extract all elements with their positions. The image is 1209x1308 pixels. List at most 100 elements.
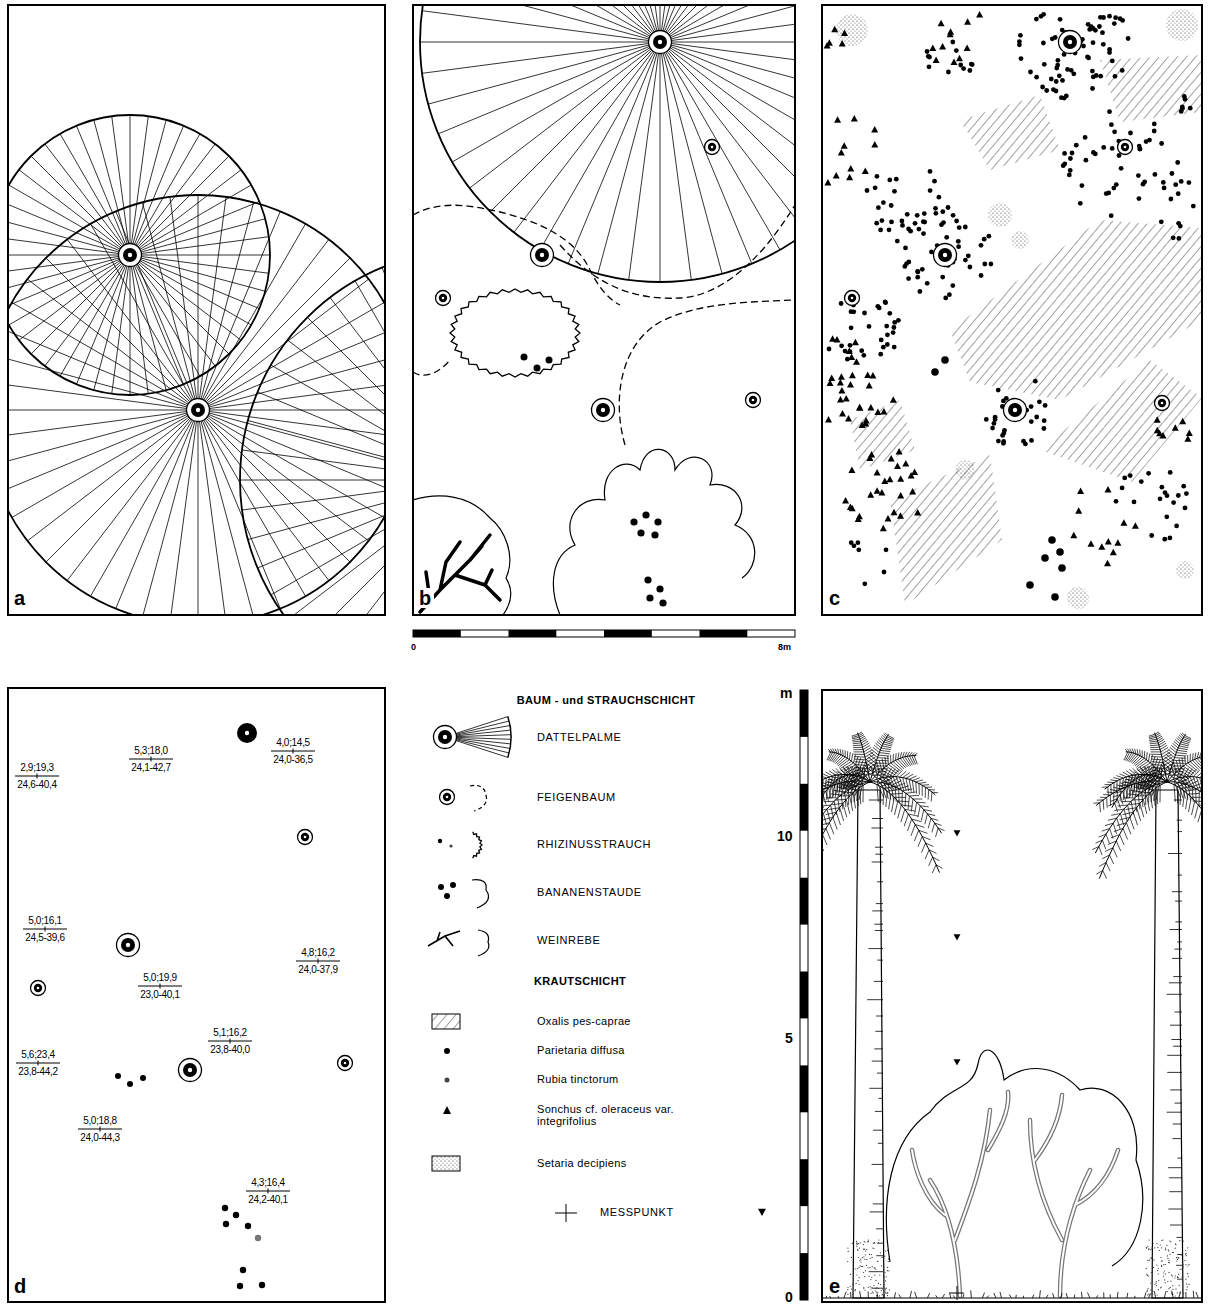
sonchus-mark bbox=[841, 30, 848, 36]
sonchus-mark bbox=[894, 463, 901, 470]
legend-banana-dot bbox=[450, 882, 456, 888]
base-stipple bbox=[1187, 1286, 1188, 1287]
palm-frond-line bbox=[76, 126, 130, 255]
herb-layer-tick bbox=[1144, 1292, 1146, 1298]
palm-leaflet bbox=[844, 788, 857, 790]
legend-setaria-swatch bbox=[432, 1156, 460, 1171]
parietaria-mark bbox=[950, 283, 955, 288]
parietaria-mark bbox=[1152, 129, 1157, 134]
palm-leaflet bbox=[1130, 817, 1134, 829]
palm-leaflet bbox=[1110, 785, 1111, 795]
parietaria-mark bbox=[1057, 73, 1062, 78]
herb-layer-tick bbox=[927, 1293, 929, 1298]
palm-leaflet bbox=[1116, 841, 1120, 851]
base-stipple bbox=[879, 1295, 880, 1296]
palm-leaflet bbox=[1145, 767, 1151, 775]
palm-leaflet bbox=[915, 802, 917, 814]
palm-frond-line bbox=[198, 410, 385, 411]
palm-leaflet bbox=[1126, 788, 1129, 799]
sonchus-mark bbox=[838, 149, 845, 156]
parietaria-mark bbox=[1054, 79, 1059, 84]
palm-leaflet bbox=[915, 825, 924, 828]
measuring-point-marker bbox=[954, 830, 961, 836]
base-stipple bbox=[886, 1276, 887, 1277]
base-stipple bbox=[1181, 1276, 1182, 1277]
palm-leaflet bbox=[835, 799, 847, 801]
parietaria-mark bbox=[903, 246, 908, 251]
base-stipple bbox=[1177, 1292, 1178, 1293]
base-stipple bbox=[874, 1267, 875, 1268]
panel-letter: e bbox=[826, 1276, 843, 1296]
palm-leaflet bbox=[847, 751, 848, 758]
palm-leaflet bbox=[892, 785, 894, 800]
banana-stem bbox=[651, 531, 658, 538]
palm-leaflet bbox=[1133, 812, 1137, 825]
palm-leaflet bbox=[1111, 835, 1120, 838]
base-stipple bbox=[1160, 1257, 1161, 1258]
date-palm-symbol bbox=[1004, 399, 1027, 422]
base-stipple bbox=[878, 1242, 879, 1243]
base-stipple bbox=[851, 1257, 852, 1258]
fig-tree-symbol bbox=[1121, 143, 1129, 151]
base-stipple bbox=[1147, 1246, 1148, 1247]
sonchus-mark bbox=[964, 44, 971, 51]
sonchus-mark bbox=[1120, 519, 1127, 526]
palm-leaflet bbox=[1177, 783, 1189, 787]
herb-layer-tick bbox=[1185, 1292, 1186, 1298]
sonchus-mark bbox=[839, 410, 846, 417]
trunk-hatch bbox=[872, 818, 883, 819]
base-stipple bbox=[885, 1288, 886, 1289]
base-stipple bbox=[860, 1261, 861, 1262]
herb-layer-tick bbox=[1148, 1293, 1150, 1298]
base-stipple bbox=[873, 1292, 874, 1293]
parietaria-mark bbox=[1152, 122, 1157, 127]
oxalis-area bbox=[1100, 55, 1202, 122]
palm-frond-line bbox=[46, 410, 198, 562]
parietaria-mark bbox=[1183, 506, 1188, 511]
banana-stem bbox=[245, 1223, 251, 1229]
parietaria-mark bbox=[927, 55, 932, 60]
palm-leaflet bbox=[909, 756, 914, 765]
parietaria-mark bbox=[1074, 143, 1079, 148]
base-stipple bbox=[1185, 1250, 1186, 1251]
palm-leaflet bbox=[1175, 757, 1186, 759]
parietaria-mark bbox=[950, 40, 955, 45]
parietaria-mark bbox=[1114, 182, 1119, 187]
palm-leaflet bbox=[1120, 783, 1128, 786]
sonchus-mark bbox=[947, 28, 954, 35]
herb-layer-tick bbox=[1134, 1296, 1135, 1298]
base-stipple bbox=[1178, 1257, 1179, 1258]
base-stipple bbox=[1168, 1250, 1169, 1251]
palm-frond-line bbox=[660, 42, 795, 188]
sonchus-mark bbox=[839, 40, 846, 47]
parietaria-mark bbox=[883, 300, 888, 305]
palm-leaflet bbox=[877, 780, 889, 785]
parietaria-mark bbox=[1187, 180, 1192, 185]
base-stipple bbox=[848, 1251, 849, 1252]
parietaria-mark bbox=[1101, 145, 1106, 150]
base-stipple bbox=[1182, 1270, 1183, 1271]
parietaria-mark bbox=[922, 211, 927, 216]
palm-leaflet bbox=[1189, 781, 1199, 786]
base-stipple bbox=[856, 1246, 857, 1247]
palm-frond-line bbox=[130, 255, 270, 256]
palm-frond-line bbox=[660, 42, 661, 282]
base-stipple bbox=[883, 1268, 884, 1269]
parietaria-mark bbox=[1109, 122, 1114, 127]
setaria-patch bbox=[1067, 587, 1089, 609]
parietaria-mark bbox=[867, 324, 872, 329]
date-palm-symbol bbox=[121, 938, 135, 952]
palm-leaflet bbox=[922, 784, 929, 786]
parietaria-mark bbox=[1191, 204, 1196, 209]
base-stipple bbox=[876, 1288, 877, 1289]
parietaria-mark bbox=[1119, 166, 1124, 171]
parietaria-mark bbox=[873, 185, 878, 190]
herb-layer-tick bbox=[850, 1292, 851, 1298]
base-stipple bbox=[863, 1288, 864, 1289]
palm-leaflet bbox=[846, 799, 850, 814]
palm-leaflet bbox=[1174, 780, 1186, 785]
fig-tree-symbol bbox=[338, 1056, 353, 1071]
base-stipple bbox=[881, 1265, 882, 1266]
palm-frond-line bbox=[198, 354, 385, 410]
palm-leaflet bbox=[912, 756, 916, 765]
